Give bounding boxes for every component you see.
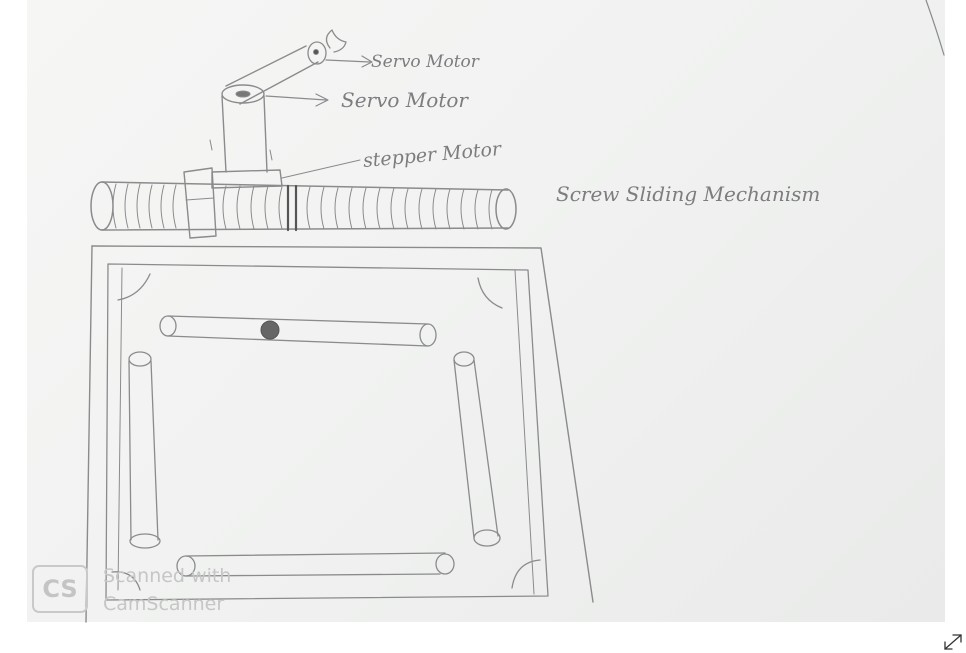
label-servo-motor: Servo Motor	[341, 88, 468, 112]
arm-column	[210, 85, 272, 172]
label-screw-sliding-mechanism: Screw Sliding Mechanism	[556, 182, 820, 206]
pointer-arrows	[266, 56, 372, 178]
watermark-line-1: Scanned with	[103, 565, 231, 587]
lead-screw	[91, 182, 516, 230]
rail-top	[160, 316, 436, 346]
rail-left	[129, 352, 160, 548]
watermark-line-2: CamScanner	[103, 593, 224, 615]
rail-right	[454, 352, 500, 546]
label-servo-motor-top: Servo Motor	[371, 52, 479, 72]
camscanner-logo: CS	[32, 565, 88, 613]
expand-arrow-icon[interactable]	[942, 632, 964, 652]
